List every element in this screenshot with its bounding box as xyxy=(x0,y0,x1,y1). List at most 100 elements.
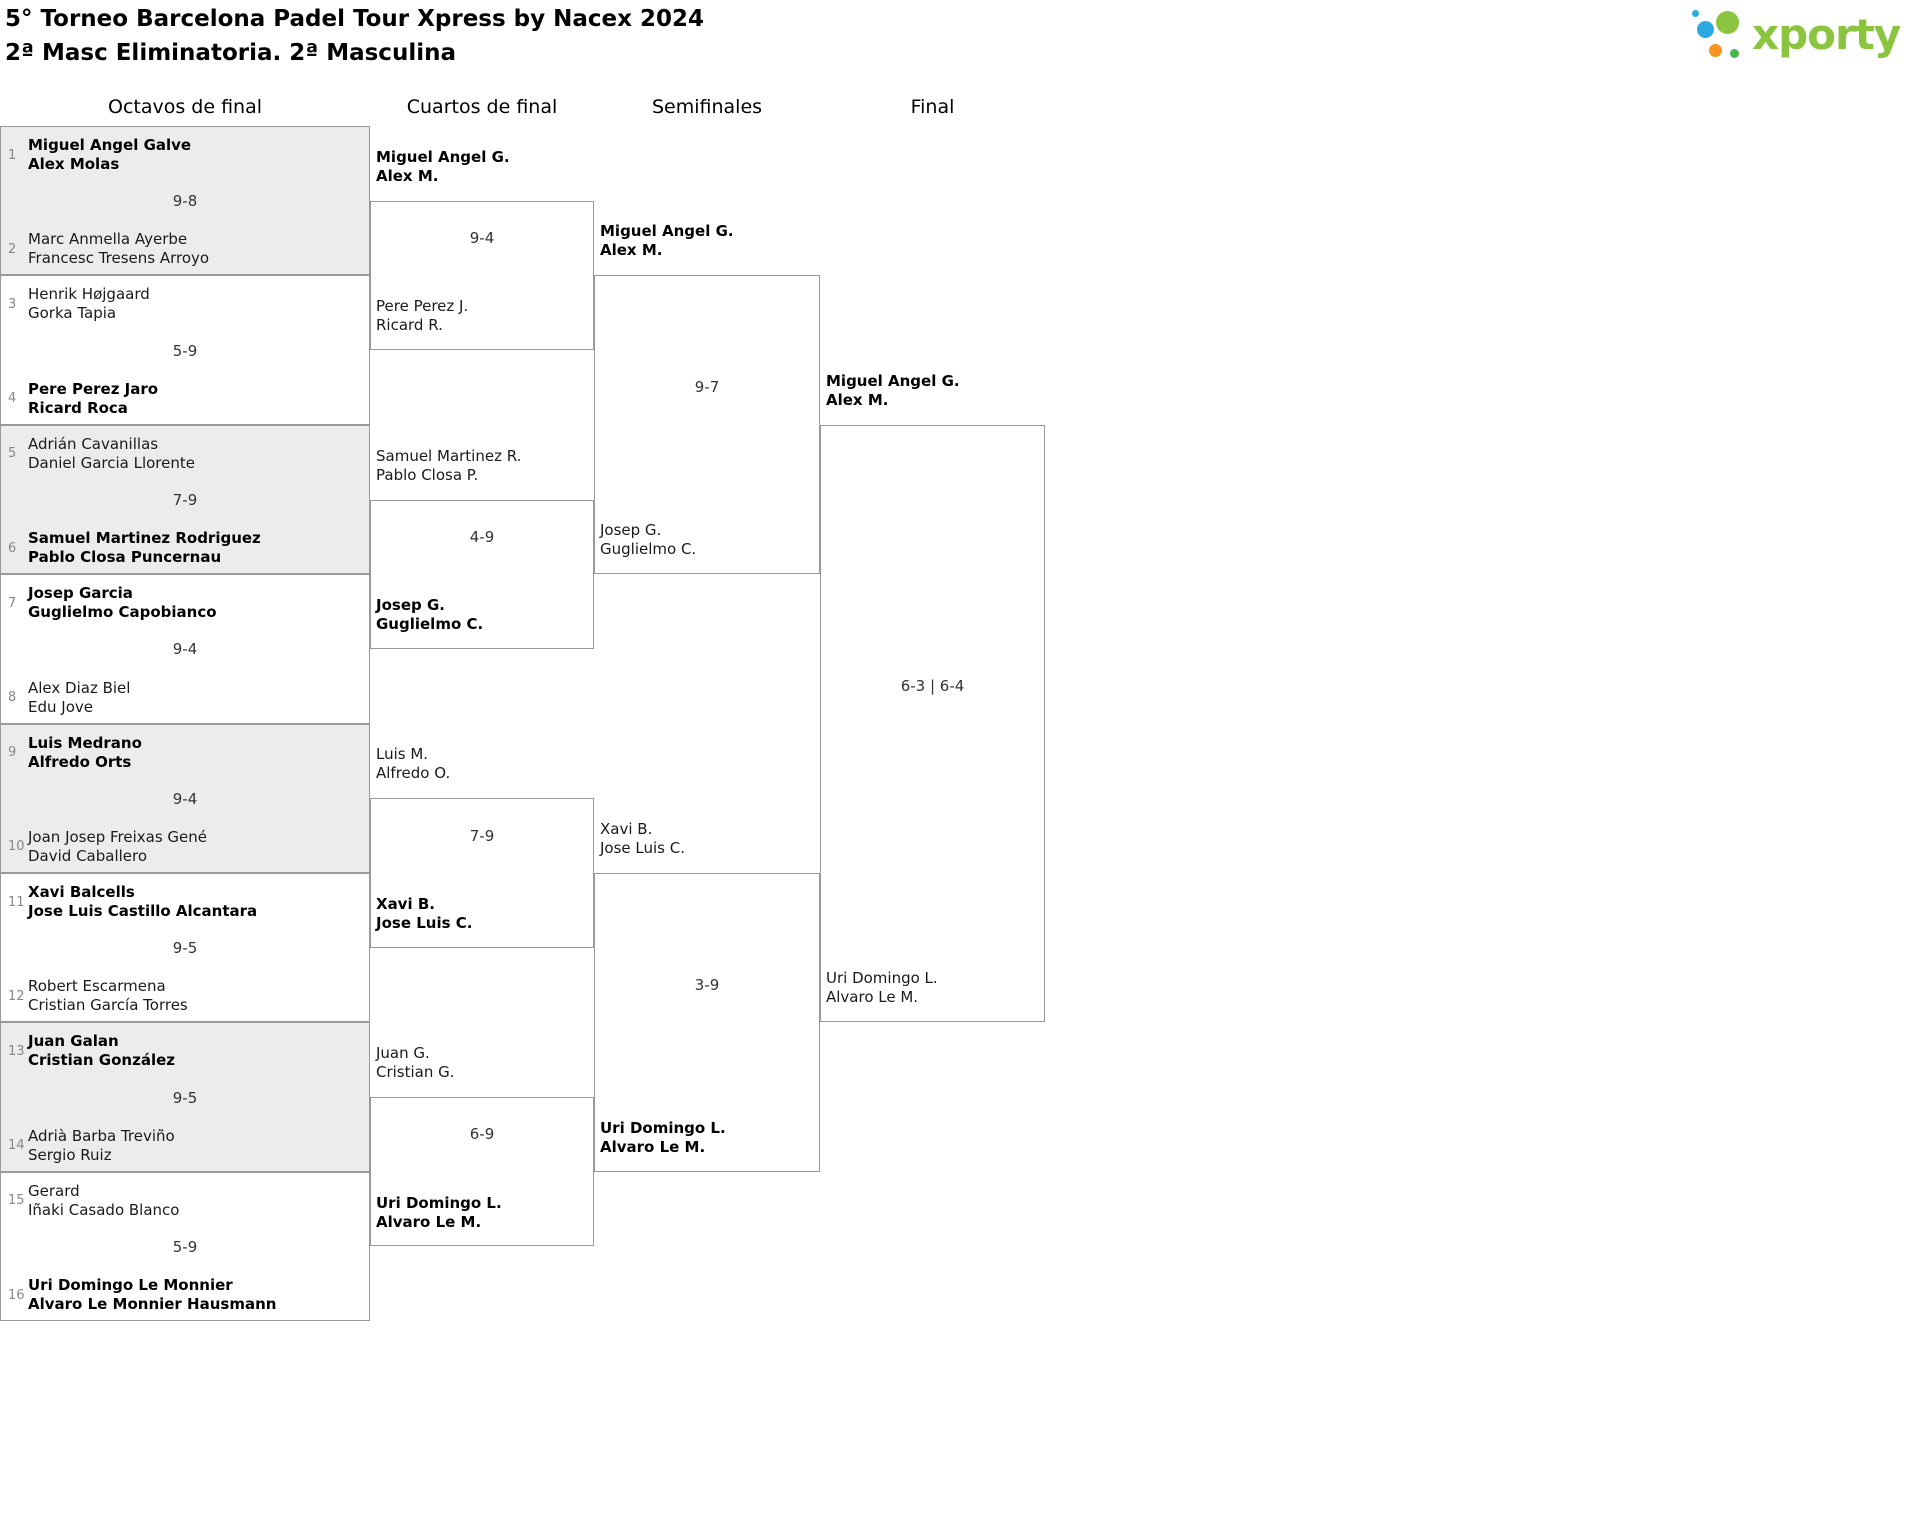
player-name: Pere Perez J. xyxy=(376,297,469,316)
match-score: 9-8 xyxy=(172,192,198,211)
seed-number: 14 xyxy=(8,1138,25,1154)
player-name: Cristian G. xyxy=(376,1063,455,1082)
player-name: Pablo Closa P. xyxy=(376,465,479,484)
team-name: Uri Domingo L.Alvaro Le M. xyxy=(600,1119,726,1157)
player-name: Robert Escarmena xyxy=(28,977,166,996)
logo-dot-orange-icon xyxy=(1709,44,1722,57)
team-name: Luis M.Alfredo O. xyxy=(376,745,450,783)
player-name: Ricard R. xyxy=(376,316,443,335)
player-name: Guglielmo C. xyxy=(600,540,697,559)
player-name: Juan Galan xyxy=(28,1032,119,1051)
match-box-cuartos-4[interactable] xyxy=(370,1097,594,1247)
seed-number: 6 xyxy=(8,540,17,556)
player-name: Alfredo Orts xyxy=(28,752,132,771)
player-name: Xavi Balcells xyxy=(28,883,135,901)
xporty-logo-text: xporty xyxy=(1752,10,1901,59)
player-name: Samuel Martinez Rodriguez xyxy=(28,529,261,548)
player-name: Luis Medrano xyxy=(28,733,142,752)
seed-number: 9 xyxy=(8,745,17,761)
seed-number: 2 xyxy=(8,241,17,257)
seed-number: 1 xyxy=(8,147,17,163)
player-name: Josep Garcia xyxy=(28,584,133,603)
seed-number: 7 xyxy=(8,595,17,611)
player-name: Alvaro Le M. xyxy=(826,988,919,1007)
team-name: Samuel Martinez R.Pablo Closa P. xyxy=(376,447,521,485)
player-name: Alvaro Le M. xyxy=(600,1137,706,1156)
player-name: Josep G. xyxy=(600,521,662,540)
player-name: Uri Domingo L. xyxy=(600,1118,726,1137)
seed-number: 11 xyxy=(8,894,25,910)
player-name: Edu Jove xyxy=(28,697,93,716)
team-name: Josep G.Guglielmo C. xyxy=(376,596,483,634)
match-box-semifinales-2[interactable] xyxy=(594,873,820,1172)
match-box-final-1[interactable] xyxy=(820,424,1045,1023)
player-name: Josep G. xyxy=(376,595,445,614)
player-name: Luis M. xyxy=(376,745,429,764)
match-box-cuartos-1[interactable] xyxy=(370,200,594,351)
player-name: Alex M. xyxy=(826,390,889,409)
player-name: Xavi B. xyxy=(376,894,435,913)
player-name: Jose Luis C. xyxy=(600,839,686,857)
logo-dot-blue-small-icon xyxy=(1692,10,1699,17)
match-score: 9-4 xyxy=(172,789,198,808)
player-name: Guglielmo Capobianco xyxy=(28,603,217,622)
match-score: 4-9 xyxy=(469,527,495,546)
round-header-final: Final xyxy=(910,96,955,118)
category-subtitle: 2ª Masc Eliminatoria. 2ª Masculina xyxy=(5,40,456,66)
seed-number: 13 xyxy=(8,1043,25,1059)
tournament-title: 5° Torneo Barcelona Padel Tour Xpress by… xyxy=(5,6,705,32)
player-name: Xavi B. xyxy=(600,820,653,838)
match-score: 9-4 xyxy=(172,640,198,659)
player-name: Alex M. xyxy=(376,166,439,185)
seed-number: 5 xyxy=(8,446,17,462)
player-name: Miguel Angel G. xyxy=(376,147,510,166)
seed-number: 3 xyxy=(8,296,17,312)
seed-number: 8 xyxy=(8,690,17,706)
player-name: Francesc Tresens Arroyo xyxy=(28,249,210,268)
match-score: 9-5 xyxy=(172,939,198,958)
team-name: Miguel Angel G.Alex M. xyxy=(600,222,734,260)
player-name: Miguel Angel G. xyxy=(826,371,960,390)
xporty-logo[interactable]: xporty xyxy=(1692,8,1901,62)
player-name: Alvaro Le M. xyxy=(376,1212,482,1231)
player-name: Joan Josep Freixas Gené xyxy=(28,827,208,846)
player-name: Iñaki Casado Blanco xyxy=(28,1200,180,1219)
match-box-cuartos-2[interactable] xyxy=(370,499,594,649)
player-name: Cristian García Torres xyxy=(28,996,188,1015)
logo-dot-green-large-icon xyxy=(1716,11,1739,34)
team-name: Josep G.Guglielmo C. xyxy=(600,521,696,559)
match-box-cuartos-3[interactable] xyxy=(370,798,594,948)
player-name: Guglielmo C. xyxy=(376,614,484,633)
player-name: Alex Diaz Biel xyxy=(28,678,131,697)
player-name: Pere Perez Jaro xyxy=(28,379,159,398)
match-score: 7-9 xyxy=(469,826,495,845)
player-name: Samuel Martinez R. xyxy=(376,446,522,465)
match-box-semifinales-1[interactable] xyxy=(594,275,820,575)
player-name: Jose Luis C. xyxy=(376,913,473,932)
team-name: Uri Domingo L.Alvaro Le M. xyxy=(376,1194,502,1232)
seed-number: 10 xyxy=(8,839,25,855)
seed-number: 15 xyxy=(8,1193,25,1209)
match-score: 3-9 xyxy=(694,975,720,994)
player-name: Alvaro Le Monnier Hausmann xyxy=(28,1295,277,1314)
match-score: 6-9 xyxy=(469,1125,495,1144)
player-name: Sergio Ruiz xyxy=(28,1145,112,1164)
player-name: Miguel Angel G. xyxy=(600,222,734,241)
